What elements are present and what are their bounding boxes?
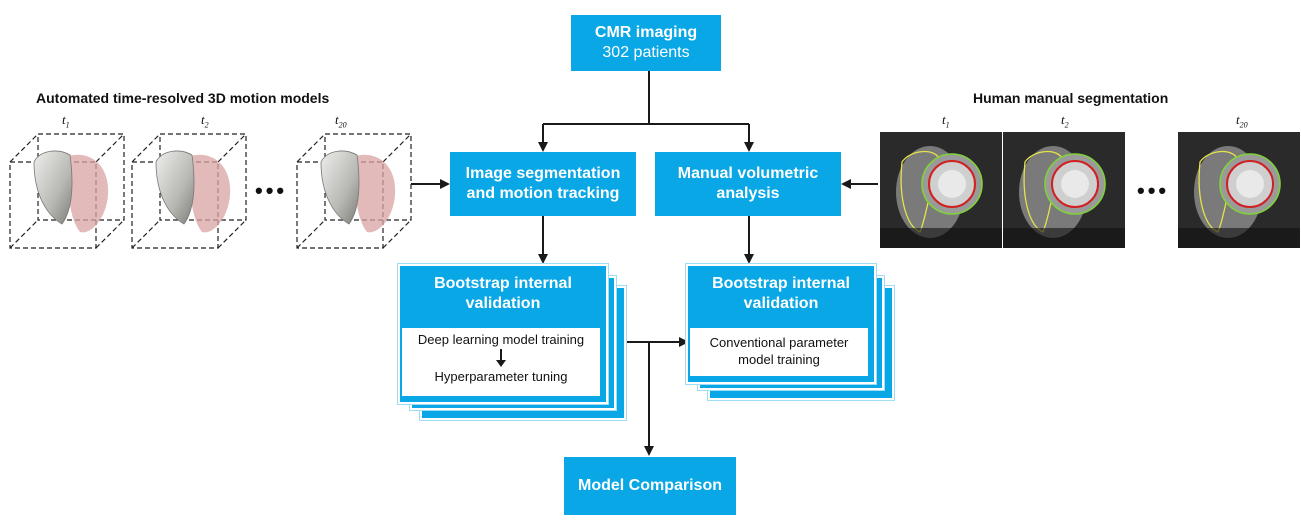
deep-learning-step: Deep learning model training — [417, 332, 585, 347]
heart-model-icon-t20 — [296, 133, 412, 249]
left-time-label-2: t2 — [201, 112, 209, 130]
bootstrap-right-card: Bootstrap internal validation Convention… — [686, 264, 876, 384]
bootstrap-left-line-1: Bootstrap internal — [434, 275, 572, 292]
bootstrap-left-steps: Deep learning model training Hyperparame… — [402, 328, 600, 396]
cmr-imaging-box: CMR imaging 302 patients — [571, 15, 721, 71]
conventional-step-line-2: model training — [738, 352, 820, 367]
arrow-cmr-to-seg — [543, 123, 749, 150]
bootstrap-left-card: Bootstrap internal validation Deep learn… — [398, 264, 608, 404]
down-arrow-icon — [402, 348, 600, 368]
left-section-title: Automated time-resolved 3D motion models — [36, 90, 330, 106]
right-time-label-1: t1 — [942, 112, 950, 130]
seg-line-2: and motion tracking — [466, 185, 620, 202]
heart-model-icon-t2 — [131, 133, 247, 249]
cmr-title: CMR imaging — [594, 24, 698, 41]
hyperparameter-step: Hyperparameter tuning — [434, 369, 568, 384]
bootstrap-right-line-1: Bootstrap internal — [712, 275, 850, 292]
manual-line-1: Manual volumetric — [677, 165, 819, 182]
manual-line-2: analysis — [716, 185, 780, 202]
cmr-subtitle: 302 patients — [602, 44, 690, 61]
left-time-label-20: t20 — [335, 112, 347, 130]
left-time-label-1: t1 — [62, 112, 70, 130]
bootstrap-left-line-2: validation — [465, 295, 541, 312]
right-ellipsis: ••• — [1137, 178, 1170, 203]
right-time-label-2: t2 — [1061, 112, 1069, 130]
image-segmentation-box: Image segmentation and motion tracking — [450, 152, 636, 216]
heart-models — [9, 133, 412, 249]
bootstrap-right-line-2: validation — [743, 295, 819, 312]
conventional-step-line-1: Conventional parameter — [709, 335, 849, 350]
mri-slice-icon-t2 — [1003, 132, 1125, 248]
left-ellipsis: ••• — [255, 178, 288, 203]
model-comparison-label: Model Comparison — [577, 477, 722, 494]
right-section-title: Human manual segmentation — [973, 90, 1169, 106]
mri-slice-icon-t20 — [1178, 132, 1300, 248]
right-time-label-20: t20 — [1236, 112, 1248, 130]
model-comparison-box: Model Comparison — [564, 457, 736, 515]
bootstrap-right-steps: Conventional parameter model training — [690, 328, 868, 376]
heart-model-icon-t1 — [9, 133, 125, 249]
mri-slice-icon-t1 — [880, 132, 1002, 248]
manual-volumetric-box: Manual volumetric analysis — [655, 152, 841, 216]
seg-line-1: Image segmentation — [465, 165, 621, 182]
